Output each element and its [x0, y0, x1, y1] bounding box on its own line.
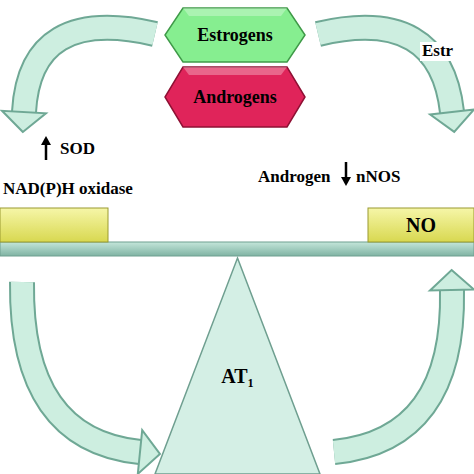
arrow-body	[334, 290, 452, 452]
label-text: NAD(P)H oxidase	[3, 180, 133, 199]
trend-arrow-head	[341, 177, 351, 186]
node-text: Estrogens	[197, 25, 273, 46]
label-text: Androgen	[258, 168, 330, 187]
fulcrum-triangle: AT₁	[155, 258, 320, 474]
node-text: AT₁	[221, 365, 253, 388]
arrow-body	[22, 282, 140, 452]
arrow-head	[138, 430, 160, 474]
label-text: SOD	[60, 140, 95, 159]
weight-block	[0, 208, 108, 242]
label-text: nNOS	[356, 168, 400, 187]
node-text: NO	[406, 214, 436, 237]
arrow-body	[318, 28, 452, 112]
arrow-body	[22, 282, 140, 452]
block-shape	[368, 208, 474, 242]
bevel	[183, 67, 287, 75]
arrow-body	[24, 28, 155, 112]
arrow-body	[334, 290, 452, 452]
arrow-head	[430, 110, 474, 132]
hexagon-shape	[165, 67, 305, 127]
arrow-head	[2, 111, 46, 132]
arrow-head	[430, 270, 474, 290]
weight-block: NO	[368, 208, 474, 242]
node-text: Androgens	[193, 87, 277, 108]
trend-arrows	[41, 136, 351, 186]
bevel	[183, 8, 287, 16]
hormone-hexagon: Estrogens	[165, 8, 305, 62]
balance-beam	[0, 242, 474, 256]
hormone-hexagon: Androgens	[165, 67, 305, 127]
label-text: Estr	[420, 42, 455, 61]
triangle-shape	[155, 258, 320, 474]
hexagon-shape	[165, 8, 305, 62]
arrow-body	[318, 28, 452, 112]
arrow-body	[24, 28, 155, 112]
trend-arrow-head	[41, 136, 51, 145]
